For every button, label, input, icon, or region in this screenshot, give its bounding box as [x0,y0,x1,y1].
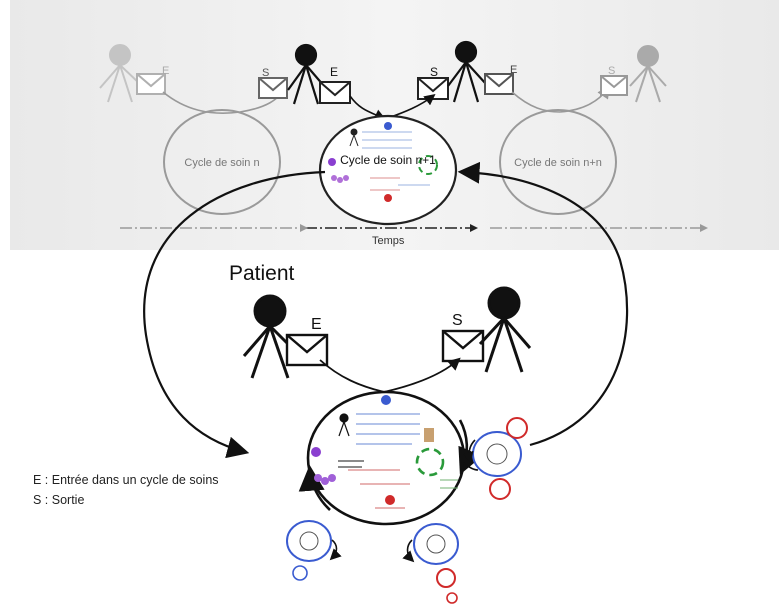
legend-entry: E : Entrée dans un cycle de soins [33,473,219,487]
exit-letter-top: S [430,65,438,79]
current-cycle-thumbnail: Cycle de soin n+1 [318,114,458,226]
envelope-icon [319,81,351,104]
cycle-label-current: Cycle de soin n+1 [340,153,436,167]
entry-letter-bottom: E [311,316,322,333]
envelope-icon [258,77,288,99]
zoom-arrow-left [143,170,326,459]
satellite-return-arrow [461,461,479,471]
exit-letter-bottom: S [452,312,463,329]
patient-figure-bottom-right [478,286,532,373]
patient-figure-top-right [447,40,487,103]
envelope-icon [484,73,514,95]
envelope-icon [600,75,628,96]
legend: E : Entrée dans un cycle de soins S : So… [33,470,219,510]
cycle-nn-entry-arrow [511,91,561,113]
time-axis [120,224,708,232]
envelope-icon [285,333,329,367]
entry-letter-top: E [330,65,338,79]
envelope-icon [136,73,166,95]
satellite-cycle-bottom-right [402,523,459,604]
zoom-arrow-right [457,161,629,447]
legend-exit: S : Sortie [33,493,85,507]
patient-label: Patient [229,262,295,285]
cycle-n-entry-arrow [162,91,241,114]
time-label: Temps [372,235,405,247]
envelope-icon [417,77,449,100]
entry-letter-faded: E [162,65,169,77]
patient-figure-faded-right [629,45,667,103]
entry-letter-top-right: E [510,64,517,76]
cycle-label-n: Cycle de soin n [184,157,259,169]
cycle-label-nn: Cycle de soin n+n [514,157,602,169]
cycle-circle-n [163,109,281,215]
cycle-circle-nn [499,109,617,215]
zoomed-cycle-diagram [298,390,483,526]
bottom-exit-arrow [383,357,461,393]
exit-letter-faded: S [608,65,615,77]
bottom-entry-arrow [319,359,385,393]
envelope-icon [441,329,485,363]
satellite-cycle-bottom-left [286,520,342,581]
satellite-cycle-right [462,417,528,500]
top-panel: E Cycle de soin n S E S [10,0,779,250]
exit-letter-top-left: S [262,67,269,79]
